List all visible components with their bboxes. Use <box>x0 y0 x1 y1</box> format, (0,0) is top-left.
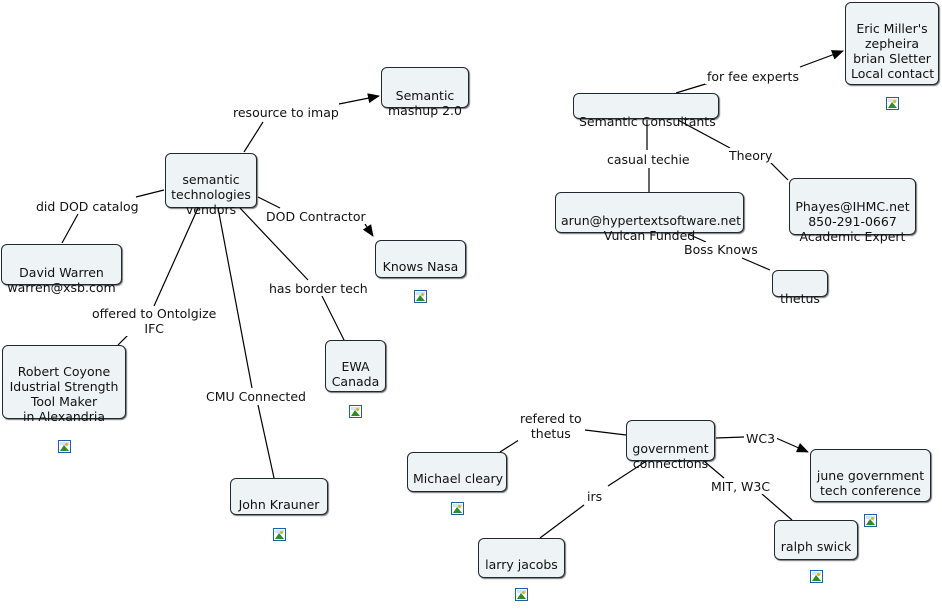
connector-mit-w3c-a <box>704 461 725 479</box>
image-icon[interactable] <box>809 570 823 583</box>
node-john-krauner[interactable]: John Krauner <box>230 478 328 541</box>
connector-for-fee-b <box>799 50 844 68</box>
node-semantic-consultants[interactable]: Semantic Consultants <box>573 93 719 129</box>
connector-offered-to-b <box>117 334 129 346</box>
link-label-resource-to-imap: resource to imap <box>231 105 341 120</box>
link-label-has-border-tech: has border tech <box>267 281 370 296</box>
node-knows-nasa[interactable]: Knows Nasa <box>375 240 466 303</box>
connector-theory-a <box>677 119 731 149</box>
link-label-mit-w3c: MIT, W3C <box>709 479 773 494</box>
link-label-theory: Theory <box>727 148 775 163</box>
link-label-casual-techie: casual techie <box>605 152 692 167</box>
link-label-did-dod-catalog: did DOD catalog <box>34 199 141 214</box>
node-ralph-swick[interactable]: ralph swick <box>774 520 858 583</box>
link-label-dod-contractor: DOD Contractor <box>264 209 368 224</box>
connector-did-dod-catalog-b <box>61 213 79 244</box>
connector-layer <box>61 50 844 539</box>
link-label-for-fee-experts: for fee experts <box>705 69 801 84</box>
connector-dod-contractor-a <box>257 196 281 209</box>
link-label-cmu-connected: CMU Connected <box>204 389 308 404</box>
link-label-irs: irs <box>585 489 605 504</box>
connector-mit-w3c-b <box>761 493 793 521</box>
connector-offered-to-a <box>153 207 199 307</box>
image-icon[interactable] <box>450 502 464 515</box>
connector-did-dod-catalog-a <box>135 189 165 198</box>
connector-irs-a <box>607 459 649 487</box>
connector-cmu-connected-b <box>257 404 275 479</box>
image-icon[interactable] <box>515 588 528 601</box>
image-icon[interactable] <box>272 528 286 541</box>
connector-has-border-tech-b <box>321 295 345 341</box>
connector-boss-knows-a <box>687 233 707 243</box>
connector-resource-to-imap <box>243 121 264 153</box>
image-icon[interactable] <box>864 514 877 527</box>
connector-boss-knows-b <box>741 257 771 271</box>
link-label-boss-knows: Boss Knows <box>682 242 760 257</box>
connector-wc3-b <box>775 437 809 453</box>
node-michael-cleary[interactable]: Michael cleary <box>407 452 507 515</box>
link-label-wc3: WC3 <box>744 431 778 446</box>
connector-has-border-tech-a <box>239 207 309 281</box>
connector-dod-contractor-b <box>362 223 374 237</box>
image-icon[interactable] <box>57 440 71 453</box>
connector-resource-to-imap-arrow <box>338 93 380 105</box>
image-icon[interactable] <box>414 290 427 303</box>
connector-irs-b <box>539 504 585 539</box>
image-icon[interactable] <box>885 97 899 110</box>
connector-cmu-connected-a <box>217 207 253 389</box>
node-thetus[interactable]: thetus <box>772 270 828 306</box>
node-larry-jacobs[interactable]: larry jacobs <box>478 538 565 601</box>
connector-theory-b <box>769 161 789 181</box>
image-icon[interactable] <box>349 405 362 418</box>
connector-refered-to-a <box>584 429 627 436</box>
connector-wc3-a <box>715 436 745 439</box>
